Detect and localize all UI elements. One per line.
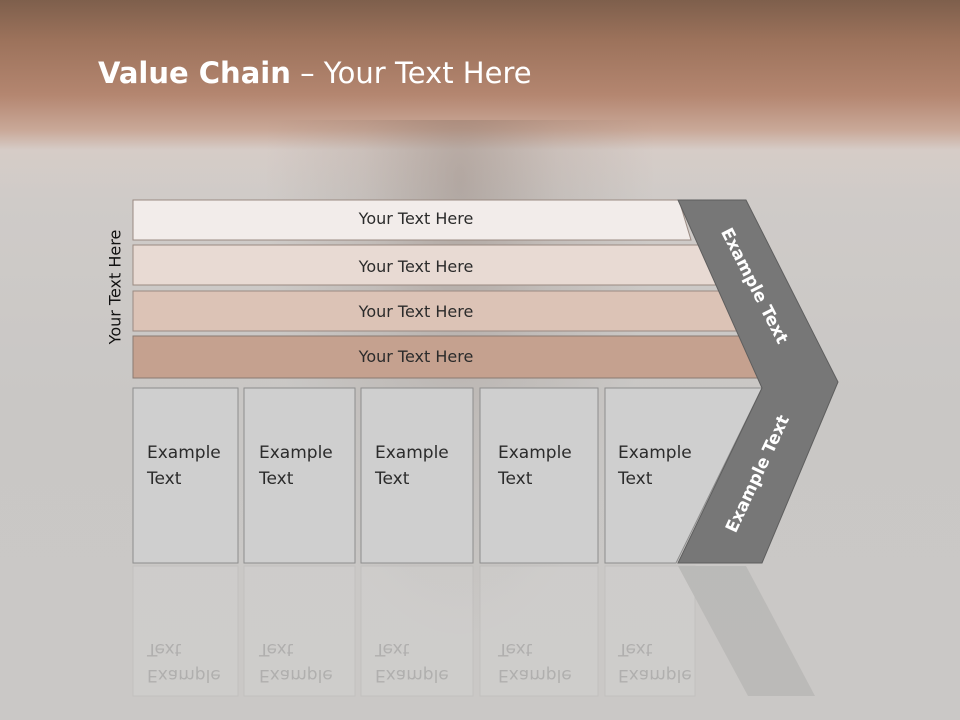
- reflection-label-5: Example Text: [618, 636, 713, 688]
- box-label-1-line2: Text: [147, 469, 182, 489]
- reflection-box-2: [243, 565, 356, 697]
- reflection-label-1-line1: Example: [147, 665, 221, 685]
- reflection-box-5: [604, 565, 696, 697]
- reflection: [132, 565, 815, 697]
- row-label-2: Your Text Here: [358, 257, 474, 276]
- row-shape-1[interactable]: [132, 199, 692, 241]
- reflection-label-2-line1: Example: [259, 665, 333, 685]
- box-label-3-line2: Text: [375, 469, 410, 489]
- title-rest: – Your Text Here: [290, 56, 532, 90]
- box-label-5-line2: Text: [618, 469, 653, 489]
- box-shape-4[interactable]: [479, 387, 599, 564]
- box-label-2-line2: Text: [259, 469, 294, 489]
- reflection-box-4: [479, 565, 599, 697]
- box-label-4-line1: Example: [498, 443, 572, 463]
- box-shape-3[interactable]: [360, 387, 474, 564]
- box-shape-2[interactable]: [243, 387, 356, 564]
- reflection-box-3: [360, 565, 474, 697]
- box-label-5-line1: Example: [618, 443, 692, 463]
- reflection-label-3: Example Text: [375, 636, 470, 688]
- row-label-4: Your Text Here: [358, 347, 474, 366]
- reflection-label-3-line1: Example: [375, 665, 449, 685]
- reflection-label-4-line2: Text: [498, 639, 533, 659]
- reflection-label-3-line2: Text: [375, 639, 410, 659]
- reflection-label-4-line1: Example: [498, 665, 572, 685]
- reflection-chevron: [678, 566, 815, 696]
- row-label-1: Your Text Here: [358, 209, 474, 228]
- box-label-1-line1: Example: [147, 443, 221, 463]
- reflection-label-5-line1: Example: [618, 665, 692, 685]
- row-label-3: Your Text Here: [358, 302, 474, 321]
- reflection-label-1: Example Text: [147, 636, 242, 688]
- reflection-label-2: Example Text: [259, 636, 354, 688]
- reflection-label-5-line2: Text: [618, 639, 653, 659]
- slide-title[interactable]: Value Chain – Your Text Here: [98, 56, 532, 90]
- title-bold: Value Chain: [98, 56, 291, 90]
- box-label-2-line1: Example: [259, 443, 333, 463]
- box-shape-5[interactable]: [604, 387, 763, 564]
- reflection-label-1-line2: Text: [147, 639, 182, 659]
- box-label-3-line1: Example: [375, 443, 449, 463]
- box-shape-1[interactable]: [132, 387, 239, 564]
- box-label-4-line2: Text: [498, 469, 533, 489]
- chevron-shape[interactable]: [677, 199, 839, 564]
- reflection-box-1: [132, 565, 239, 697]
- reflection-label-4: Example Text: [498, 636, 593, 688]
- reflection-label-2-line2: Text: [259, 639, 294, 659]
